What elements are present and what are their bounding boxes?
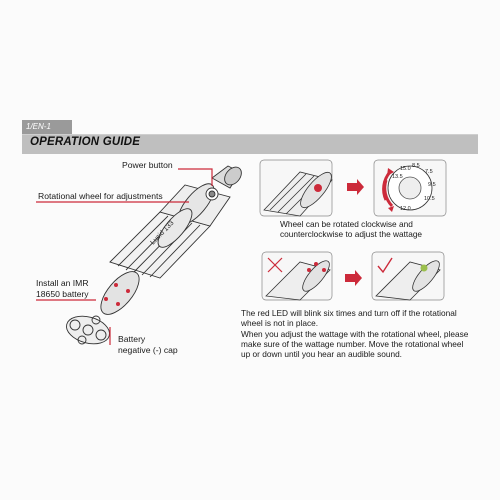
dial-number: 9.5 (428, 182, 436, 188)
led-line1: The red LED will blink six times and tur… (241, 308, 457, 318)
wheel-rotate-line1: Wheel can be rotated clockwise and (280, 219, 413, 229)
battery-cap-label-line1: Battery (118, 334, 146, 344)
power-button-label: Power button (122, 160, 173, 170)
adjust-line2: make sure of the wattage number. Move th… (241, 339, 464, 349)
dial-number: 10.5 (424, 196, 435, 202)
wheel-rotation-panel (259, 159, 447, 217)
led-line2: wheel is not in place. (241, 318, 319, 328)
dial-number: 13.5 (392, 174, 403, 180)
dial-numbers: 8.5 7.5 9.5 10.5 12.0 13.5 15.0 (392, 163, 436, 212)
led-placement-panel (261, 251, 445, 301)
adjust-line3: up or down until you hear an audible sou… (241, 349, 402, 359)
header-rule (22, 134, 478, 135)
callout-lines (36, 168, 213, 345)
device-illustration (66, 165, 242, 345)
imr-label-line1: Install an IMR (36, 278, 89, 288)
section-header-bar (22, 135, 478, 154)
dial-number: 8.5 (412, 163, 420, 169)
dial-number: 12.0 (400, 206, 411, 212)
wheel-rotate-line2: counterclockwise to adjust the wattage (280, 229, 423, 239)
battery-cap-label-line2: negative (-) cap (118, 345, 178, 355)
rotational-wheel-label: Rotational wheel for adjustments (38, 191, 163, 201)
section-title: OPERATION GUIDE (30, 136, 141, 148)
adjust-line1: When you adjust the wattage with the rot… (241, 329, 469, 339)
imr-label-line2: 18650 battery (36, 289, 89, 299)
dial-number: 15.0 (400, 166, 411, 172)
page-tab: 1/EN-1 (22, 120, 72, 134)
dial-number: 7.5 (425, 169, 433, 175)
